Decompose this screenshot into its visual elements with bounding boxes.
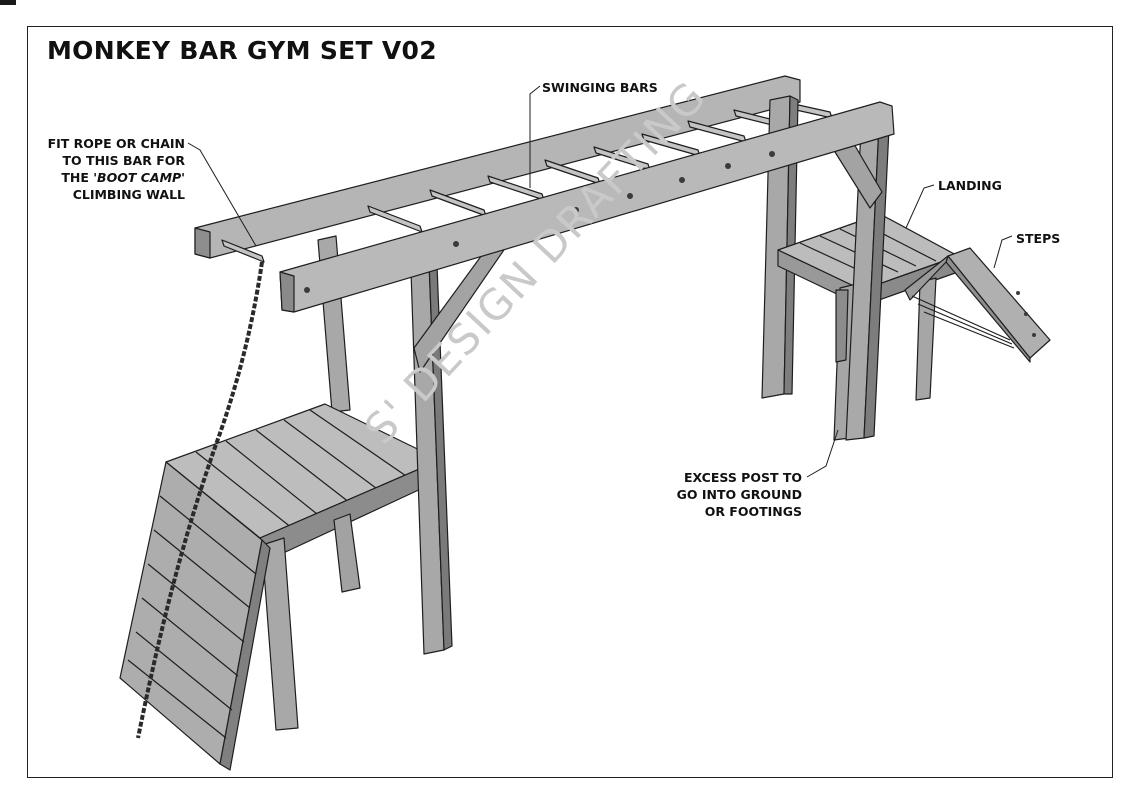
rope-note-line-2: TO THIS BAR FOR [62, 153, 185, 168]
corner-mark [0, 0, 16, 5]
landing-label: LANDING [938, 178, 1002, 193]
rope-note-emphasis: 'BOOT CAMP' [93, 170, 185, 185]
steps [904, 247, 1051, 363]
rope-note-prefix: THE [61, 170, 94, 185]
excess-post-note: EXCESS POST TO GO INTO GROUND OR FOOTING… [640, 469, 802, 520]
drawing-border [27, 26, 1113, 778]
chain [136, 261, 264, 739]
left-platform [165, 403, 441, 563]
left-platform-posts [261, 513, 361, 731]
climbing-wall [119, 461, 271, 771]
swinging-bars-label: SWINGING BARS [542, 80, 658, 95]
rope-note-line-3: THE 'BOOT CAMP' [20, 169, 185, 186]
excess-post-line-1: EXCESS POST TO [683, 470, 802, 485]
leader-lines [187, 85, 1013, 478]
front-left-post [409, 235, 453, 655]
beam-bolts [304, 151, 1036, 337]
rope-note-line-4: CLIMBING WALL [72, 187, 185, 202]
rope-note-line-1: FIT ROPE OR CHAIN [47, 136, 185, 151]
rope-note: FIT ROPE OR CHAIN TO THIS BAR FOR THE 'B… [20, 135, 185, 203]
excess-post-line-2: GO INTO GROUND [676, 487, 802, 502]
front-top-beam [279, 101, 895, 313]
excess-post-line-3: OR FOOTINGS [704, 504, 802, 519]
steps-label: STEPS [1016, 231, 1061, 246]
drawing-title: MONKEY BAR GYM SET V02 [47, 36, 437, 65]
back-top-beam [194, 75, 801, 259]
